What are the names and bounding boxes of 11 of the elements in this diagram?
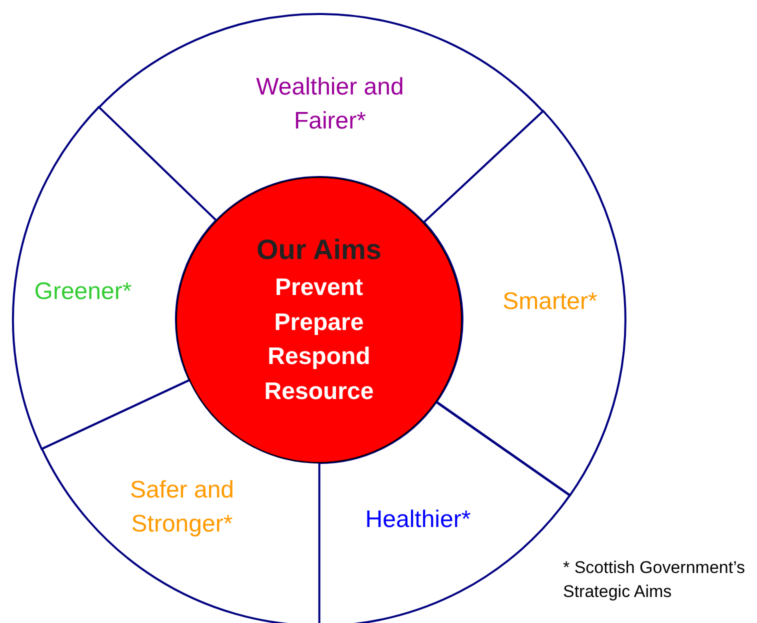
segment-label: Wealthier and Fairer* [255, 72, 405, 136]
footnote: * Scottish Government’s Strategic Aims [563, 557, 746, 603]
segment-label: Safer and Stronger* [128, 475, 236, 539]
segment-label: Greener* [33, 277, 133, 308]
aim-text: Prepare [274, 308, 364, 338]
aim-text: Respond [268, 342, 370, 372]
aim-text: Prevent [274, 272, 364, 303]
segment-label: Smarter* [502, 287, 598, 318]
aim-text: Resource [264, 377, 374, 408]
center-heading: Our Aims [256, 233, 382, 268]
segment-label: Healthier* [364, 505, 472, 536]
